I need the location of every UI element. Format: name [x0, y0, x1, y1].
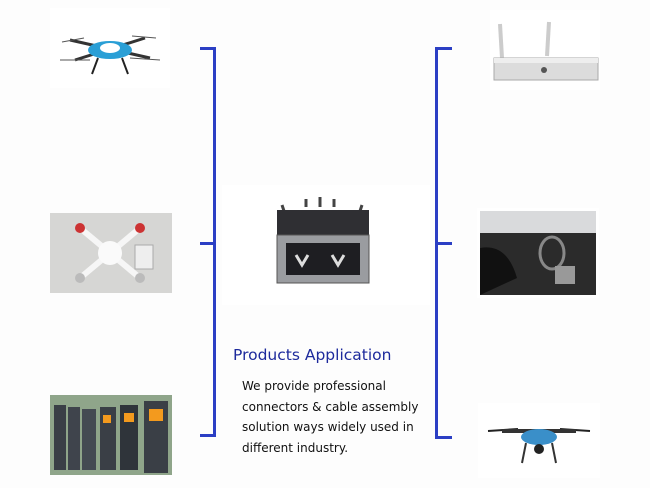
- quadcopter-drone-image: [50, 8, 170, 88]
- left-bracket-tick: [200, 434, 215, 437]
- camera-drone-image: [478, 403, 600, 478]
- description-line: connectors & cable assembly: [242, 399, 419, 414]
- left-bracket-tick: [200, 242, 215, 245]
- section-description: We provide professional connectors & cab…: [242, 376, 442, 458]
- white-camera-drone-image: [50, 213, 172, 293]
- car-interior-image: [477, 208, 599, 298]
- right-bracket-tick: [436, 242, 452, 245]
- description-line: We provide professional: [242, 379, 386, 393]
- section-heading: Products Application: [233, 346, 392, 364]
- description-line: different industry.: [242, 440, 349, 455]
- right-bracket-tick: [436, 436, 452, 439]
- description-line: solution ways widely used in: [242, 420, 414, 434]
- tv-box-router-image: [490, 10, 600, 90]
- electrical-control-cabinets-image: [50, 395, 172, 475]
- usb-connector-image: [222, 185, 430, 305]
- left-bracket-tick: [200, 47, 215, 50]
- right-bracket-tick: [436, 47, 452, 50]
